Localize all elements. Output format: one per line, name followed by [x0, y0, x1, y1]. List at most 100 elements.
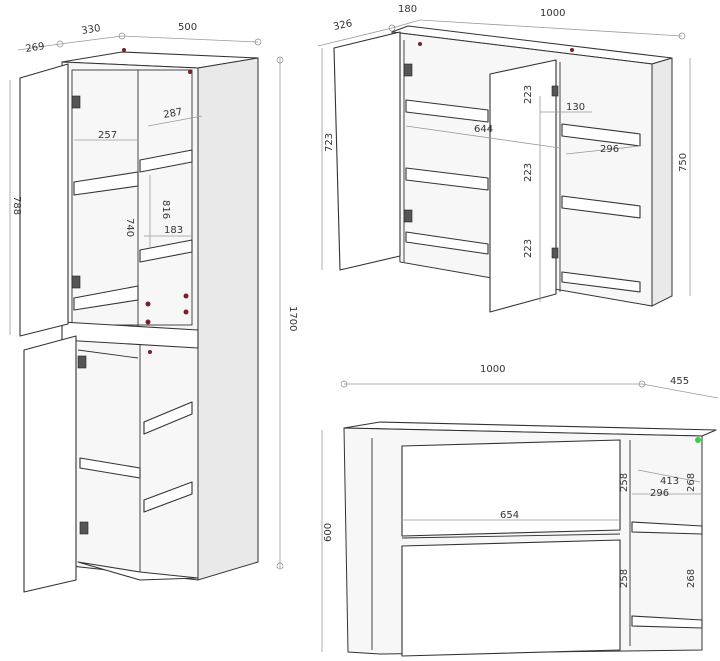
base-unit-view: 1000 455 413 258 268 296 654 600 258 268: [321, 364, 719, 657]
lower-right-shelf-1: [143, 401, 193, 435]
dim-target-icon: [388, 24, 396, 32]
dim-183: 183: [164, 225, 183, 236]
dim-258b: 258: [619, 569, 630, 588]
upper-drawer-front[interactable]: [401, 439, 621, 537]
dim-750: 750: [678, 153, 689, 172]
dim-268b: 268: [686, 569, 697, 588]
wall-left-bottom: [405, 231, 489, 255]
upper-right-shelf-1: [139, 149, 193, 173]
dim-269: 269: [25, 41, 46, 55]
dim-line: [641, 383, 719, 399]
cam-fitting-icon: [570, 48, 574, 52]
dim-723: 723: [324, 133, 335, 152]
dim-line: [121, 35, 259, 43]
lower-right-shelf-2: [143, 481, 193, 513]
dim-268a: 268: [686, 473, 697, 492]
hinge-icon: [551, 247, 559, 259]
dim-223c: 223: [523, 239, 534, 258]
dim-130: 130: [566, 102, 585, 113]
dim-line: [391, 19, 421, 29]
dim-413: 413: [660, 476, 679, 487]
hinge-icon: [403, 209, 413, 223]
dim-line: [317, 27, 393, 47]
dim-1000: 1000: [480, 364, 505, 375]
cam-fitting-icon: [122, 48, 126, 52]
dim-654: 654: [500, 510, 519, 521]
dim-816: 816: [160, 200, 171, 219]
dim-600: 600: [323, 523, 334, 542]
dim-line: [147, 115, 203, 127]
dim-target-icon: [56, 40, 64, 48]
dim-target-icon: [276, 56, 284, 64]
dim-258a: 258: [619, 473, 630, 492]
base-right-bottom: [631, 615, 703, 629]
tall-cabinet-base: [77, 561, 199, 581]
dim-455: 455: [670, 376, 689, 387]
upper-left-shelf: [73, 171, 139, 196]
tall-cabinet-view: 269 330 500 287 257 816 740 183 788 1700: [9, 22, 298, 593]
cam-fitting-icon: [183, 309, 189, 315]
wall-right-bottom: [561, 271, 641, 293]
dim-line: [637, 469, 701, 483]
hinge-icon: [71, 95, 81, 109]
upper-bottom-shelf: [73, 285, 139, 311]
cam-fitting-icon: [148, 350, 152, 354]
dim-296-base: 296: [650, 488, 669, 499]
wall-cabinet-view: 326 180 1000 130 223 644 296 723 223 750…: [317, 4, 691, 313]
cam-fitting-icon: [145, 319, 151, 325]
dim-target-icon: [638, 380, 646, 388]
cam-fitting-icon: [183, 293, 189, 299]
lower-rail: [77, 349, 139, 359]
upper-right-shelf-2: [139, 239, 193, 263]
dim-target-icon: [340, 380, 348, 388]
dim-223b: 223: [523, 163, 534, 182]
hinge-icon: [551, 85, 559, 97]
tall-cabinet-mid-panel: [61, 321, 199, 349]
dim-180: 180: [398, 4, 417, 15]
lower-left-shelf: [79, 457, 141, 479]
wall-cabinet-right-side: [651, 57, 673, 307]
dim-287: 287: [163, 107, 184, 121]
dim-target-icon: [254, 38, 262, 46]
dim-line: [405, 125, 561, 149]
marker-dot-icon: [695, 437, 701, 443]
dim-line: [419, 19, 683, 37]
lower-door[interactable]: [23, 335, 77, 593]
wall-right-shelf-2: [561, 195, 641, 219]
dim-target-icon: [276, 562, 284, 570]
cam-fitting-icon: [418, 42, 422, 46]
tall-cabinet-right-side: [197, 57, 259, 581]
dim-1000: 1000: [540, 8, 565, 19]
dim-644: 644: [474, 124, 493, 135]
dim-326: 326: [332, 18, 353, 33]
dim-296: 296: [600, 144, 619, 155]
hinge-icon: [403, 63, 413, 77]
dim-target-icon: [118, 32, 126, 40]
dim-500: 500: [178, 22, 197, 33]
dim-line: [565, 145, 641, 155]
dim-740: 740: [124, 218, 135, 237]
dim-1700: 1700: [287, 306, 298, 331]
upper-door[interactable]: [19, 63, 69, 337]
wall-left-shelf-2: [405, 167, 489, 191]
dim-330: 330: [81, 23, 102, 37]
cam-fitting-icon: [145, 301, 151, 307]
lower-drawer-front[interactable]: [401, 539, 621, 657]
drawer-gap: [401, 533, 621, 539]
upper-compartment: [71, 69, 193, 326]
hinge-icon: [71, 275, 81, 289]
wall-left-shelf-1: [405, 99, 489, 123]
dim-target-icon: [678, 32, 686, 40]
dim-788: 788: [11, 196, 22, 215]
cam-fitting-icon: [188, 70, 192, 74]
dim-257: 257: [98, 130, 117, 141]
dim-line: [59, 35, 123, 45]
wall-left-door[interactable]: [333, 31, 401, 271]
wall-right-door[interactable]: [489, 59, 557, 313]
hinge-icon: [77, 355, 87, 369]
hinge-icon: [79, 521, 89, 535]
base-right-shelf: [631, 521, 703, 535]
dim-223a: 223: [523, 85, 534, 104]
